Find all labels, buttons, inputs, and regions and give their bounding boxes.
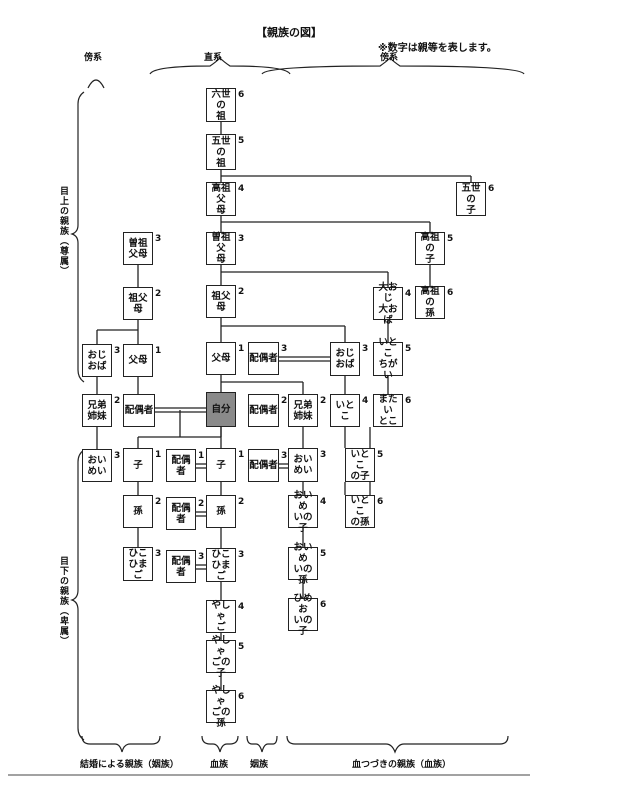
node-yashago-mago: やしゃ ごの孫 [206,685,236,729]
degree-mago: 2 [238,497,245,507]
node-kouso-ko: 高祖の 子 [415,232,445,265]
degree-oimei: 3 [320,450,327,460]
node-ko-in: 子 [123,448,153,482]
node-haigu-oimei: 配偶者 [248,449,279,482]
degree-ooji: 4 [405,289,412,299]
degree-oji-in: 3 [114,346,121,356]
degree-gosei: 5 [238,136,245,146]
label-chokkei: 直系 [204,53,223,63]
node-itoko: いとこ [330,394,360,427]
degree-haigu-mago: 2 [198,499,205,509]
degree-kouso: 4 [238,184,245,194]
node-haigusha: 配偶者 [123,394,155,427]
node-jibun: 自分 [206,392,236,427]
degree-mago-in: 2 [155,497,162,507]
label-blood-1: 血族 [210,760,229,770]
node-haigu-mago: 配偶者 [166,497,196,530]
degree-kyodai: 2 [320,396,327,406]
degree-soso-in: 3 [155,234,162,244]
node-kouso: 高祖父 母 [206,182,236,216]
degree-sofubo-in: 2 [155,289,162,299]
label-lower-relatives: 目下の親族（卑属） [58,556,68,646]
node-ko: 子 [206,448,236,482]
node-soso-in: 曽祖 父母 [123,232,153,265]
node-haigu-kyo: 配偶者 [248,394,279,427]
node-oimei-mago: おいめ いの孫 [288,542,318,586]
degree-kyodai-in: 2 [114,396,121,406]
node-gosei: 五世の 祖 [206,134,236,170]
degree-haigu-hiko: 3 [198,552,205,562]
degree-oimei-ko: 4 [320,497,327,507]
node-sofubo-in: 祖父母 [123,287,153,320]
degree-oimei-mago: 5 [320,549,327,559]
node-hiko: ひこ ひまご [206,548,236,582]
node-oji: おじ おば [330,342,360,376]
node-rokusei: 六世の 祖 [206,88,236,122]
node-oimei-in: おい めい [82,449,112,482]
node-itoko-ko: いとこ の子 [345,448,375,482]
node-fubo-in: 父母 [123,344,153,377]
degree-sofubo: 2 [238,287,245,297]
label-marriage-relatives: 結婚による親族（姻族） [80,760,179,770]
degree-kouso-ko: 5 [447,234,454,244]
node-oji-in: おじ おば [82,344,112,377]
degree-fubo-in: 1 [155,346,162,356]
degree-gosei-ko: 6 [488,184,495,194]
node-haigu-oji: 配偶者 [248,342,279,375]
node-yashago-ko: やしゃ ごの子 [206,635,236,679]
node-kyodai-in: 兄弟 姉妹 [82,394,112,427]
degree-haigu-oji: 3 [281,344,288,354]
degree-rokusei: 6 [238,90,245,100]
node-oimei-ko: おいめ いの子 [288,490,318,534]
degree-himeoi: 6 [320,600,327,610]
node-haigu-hiko: 配偶者 [166,550,196,583]
degree-yashago: 4 [238,602,245,612]
page-title: 【親族の図】 [256,26,322,39]
degree-haigu-ko: 1 [198,451,205,461]
degree-haigu-oimei: 3 [281,451,288,461]
node-yashago: やしゃ ご [206,600,236,633]
degree-ko-in: 1 [155,450,162,460]
degree-itoko-mago: 6 [377,497,384,507]
node-itoko-chigai: いとこ ちがい [373,337,403,381]
degree-fubo: 1 [238,344,245,354]
note-text: ※数字は親等を表します。 [378,43,497,54]
node-mago-in: 孫 [123,495,153,528]
degree-mata-itoko: 6 [405,396,412,406]
degree-ko: 1 [238,450,245,460]
node-sofubo: 祖父母 [206,285,236,318]
degree-kouso-mago: 6 [447,288,454,298]
node-himeoi: ひめお いの子 [288,593,318,637]
node-kouso-mago: 高祖の 孫 [415,286,445,319]
degree-oimei-in: 3 [114,451,121,461]
node-kyodai: 兄弟 姉妹 [288,394,318,427]
node-mago: 孫 [206,495,236,528]
node-mata-itoko: またい とこ [373,394,403,427]
degree-oji: 3 [362,344,369,354]
degree-hiko: 3 [238,550,245,560]
node-soso: 曽祖父 母 [206,232,236,265]
degree-soso: 3 [238,234,245,244]
node-haigu-ko: 配偶者 [166,449,196,482]
degree-itoko: 4 [362,396,369,406]
label-in-law: 姻族 [250,760,269,770]
label-upper-relatives: 目上の親族（尊属） [58,186,68,276]
node-oimei: おい めい [288,448,318,482]
node-ooji: 大おじ 大おば [373,282,403,326]
node-itoko-mago: いとこ の孫 [345,495,375,528]
label-blood-2: 血つづきの親族（血族） [352,760,452,770]
node-fubo: 父母 [206,342,236,375]
degree-itoko-ko: 5 [377,450,384,460]
label-bokei-left: 傍系 [84,53,103,63]
degree-hiko-in: 3 [155,549,162,559]
degree-itoko-chigai: 5 [405,344,412,354]
degree-haigu-kyo: 2 [281,396,288,406]
node-hiko-in: ひこ ひまご [123,547,153,581]
node-gosei-ko: 五世の 子 [456,182,486,216]
degree-yashago-mago: 6 [238,692,245,702]
degree-yashago-ko: 5 [238,642,245,652]
label-bokei-right: 傍系 [380,53,399,63]
